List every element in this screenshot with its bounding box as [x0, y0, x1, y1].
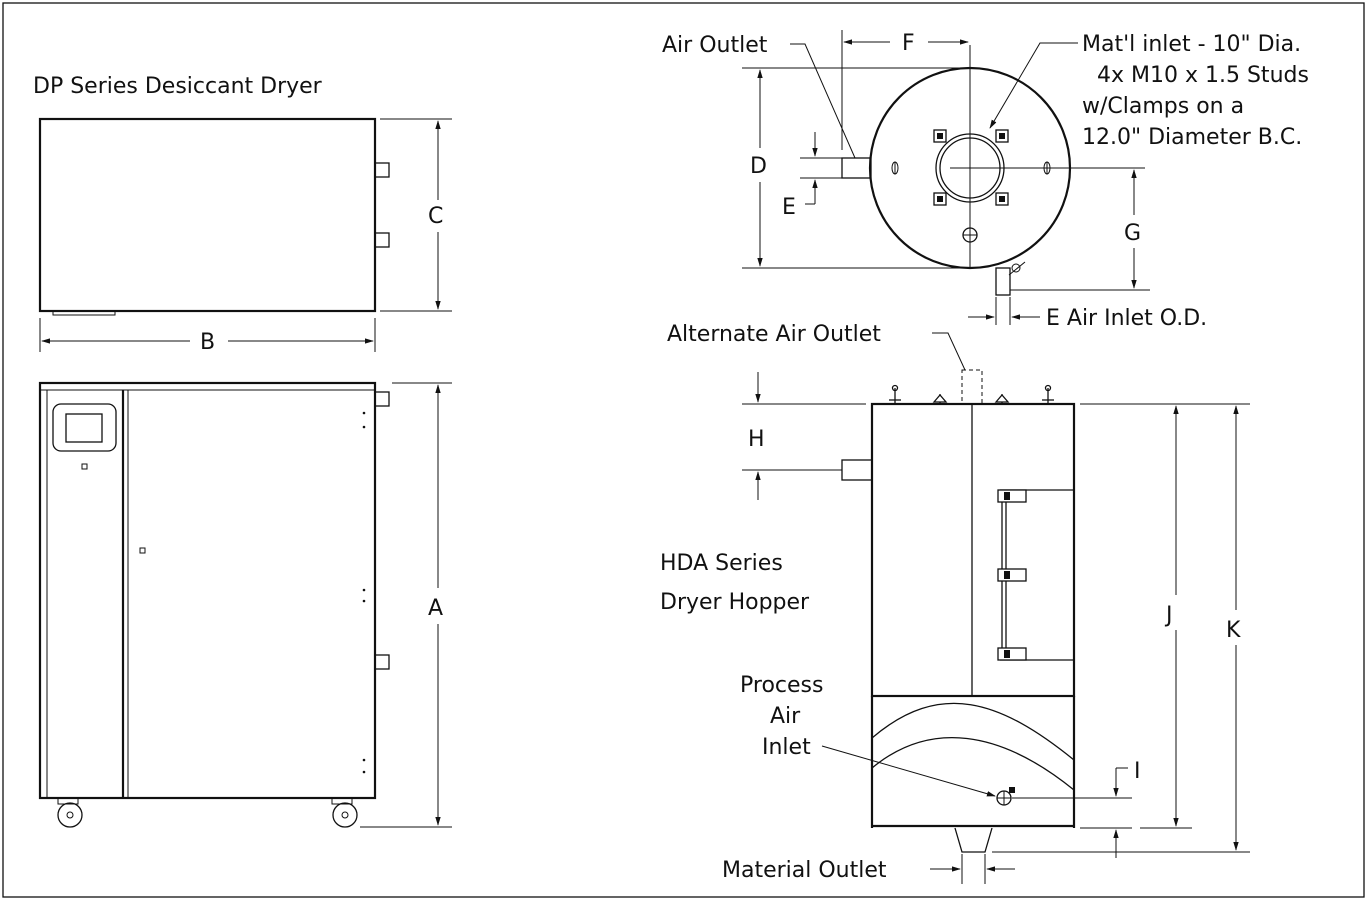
air-outlet-pipe-side	[841, 459, 873, 481]
inlet-note-line-4: 12.0" Diameter B.C.	[1082, 125, 1302, 150]
material-inlet-note: Mat'l inlet - 10" Dia. 4x M10 x 1.5 Stud…	[989, 32, 1309, 150]
control-panel-bezel	[52, 403, 117, 452]
inlet-note-line-2: 4x M10 x 1.5 Studs	[1097, 63, 1309, 88]
dimension-c: C	[380, 118, 452, 312]
inlet-note-line-1: Mat'l inlet - 10" Dia.	[1082, 32, 1301, 57]
caster-left	[57, 797, 83, 828]
dimension-d: D	[742, 67, 970, 269]
top-port-1	[374, 162, 390, 178]
power-switch	[81, 463, 88, 470]
material-outlet-callout: Material Outlet	[722, 854, 1015, 884]
process-air-inlet-callout: Process Air Inlet	[740, 673, 996, 797]
cutaway-lower-break	[871, 736, 1075, 791]
hda-series-title-line-2: Dryer Hopper	[660, 590, 810, 615]
dimension-h: H	[742, 372, 866, 500]
lid-studs	[889, 384, 1054, 404]
alternate-air-outlet-label: Alternate Air Outlet	[667, 322, 881, 347]
control-screen	[65, 413, 103, 443]
front-port-2	[374, 654, 390, 670]
dim-d-label: D	[750, 154, 767, 179]
dp-series-title: DP Series Desiccant Dryer	[33, 74, 323, 99]
dimension-air-inlet-od: E Air Inlet O.D.	[968, 297, 1207, 331]
dim-h-label: H	[748, 427, 765, 452]
caster-right	[331, 797, 358, 828]
hda-hopper-top-view	[841, 45, 1145, 296]
dim-f-label: F	[902, 31, 915, 56]
material-outlet-label: Material Outlet	[722, 858, 887, 883]
air-outlet-leader	[790, 43, 856, 159]
alternate-air-outlet-leader	[932, 332, 966, 371]
dimension-e-top: E	[782, 132, 842, 220]
cutaway-upper-break	[871, 702, 1075, 761]
top-port-2	[374, 232, 390, 248]
process-air-inlet-line-2: Air	[770, 704, 801, 729]
door-latch	[139, 547, 146, 554]
dimension-i: I	[1012, 759, 1141, 858]
sight-glass-assembly	[997, 489, 1075, 661]
inlet-note-line-3: w/Clamps on a	[1082, 94, 1244, 119]
hda-hopper-front-view	[841, 369, 1076, 853]
dp-dryer-front-view	[38, 381, 390, 828]
front-port-1	[374, 391, 390, 407]
dimension-g: G	[1010, 169, 1150, 291]
dimension-k: K	[992, 403, 1250, 853]
dim-g-label: G	[1124, 221, 1141, 246]
dimension-a: A	[360, 382, 452, 828]
dim-k-label: K	[1226, 618, 1241, 643]
dim-b-label: B	[200, 330, 215, 355]
dim-c-label: C	[428, 204, 443, 229]
dp-dryer-top-view	[38, 117, 390, 316]
dim-j-label: J	[1164, 603, 1173, 628]
top-air-outlet-pipe	[841, 157, 872, 179]
process-air-inlet-line-1: Process	[740, 673, 823, 698]
inlet-clamp-studs	[933, 129, 1009, 206]
air-inlet-od-label: E Air Inlet O.D.	[1046, 306, 1207, 331]
air-outlet-label: Air Outlet	[662, 33, 768, 58]
dim-i-label: I	[1134, 759, 1141, 784]
dimension-b: B	[39, 318, 376, 355]
dim-a-label: A	[428, 596, 443, 621]
dimension-f: F	[841, 30, 969, 150]
material-outlet-spout	[954, 827, 993, 853]
air-inlet-pipe	[995, 267, 1011, 296]
alternate-air-outlet	[961, 369, 983, 405]
process-air-inlet-line-3: Inlet	[762, 735, 811, 760]
hda-series-title-line-1: HDA Series	[660, 551, 783, 576]
dimension-j: J	[1080, 403, 1192, 829]
dim-e-label: E	[782, 195, 796, 220]
